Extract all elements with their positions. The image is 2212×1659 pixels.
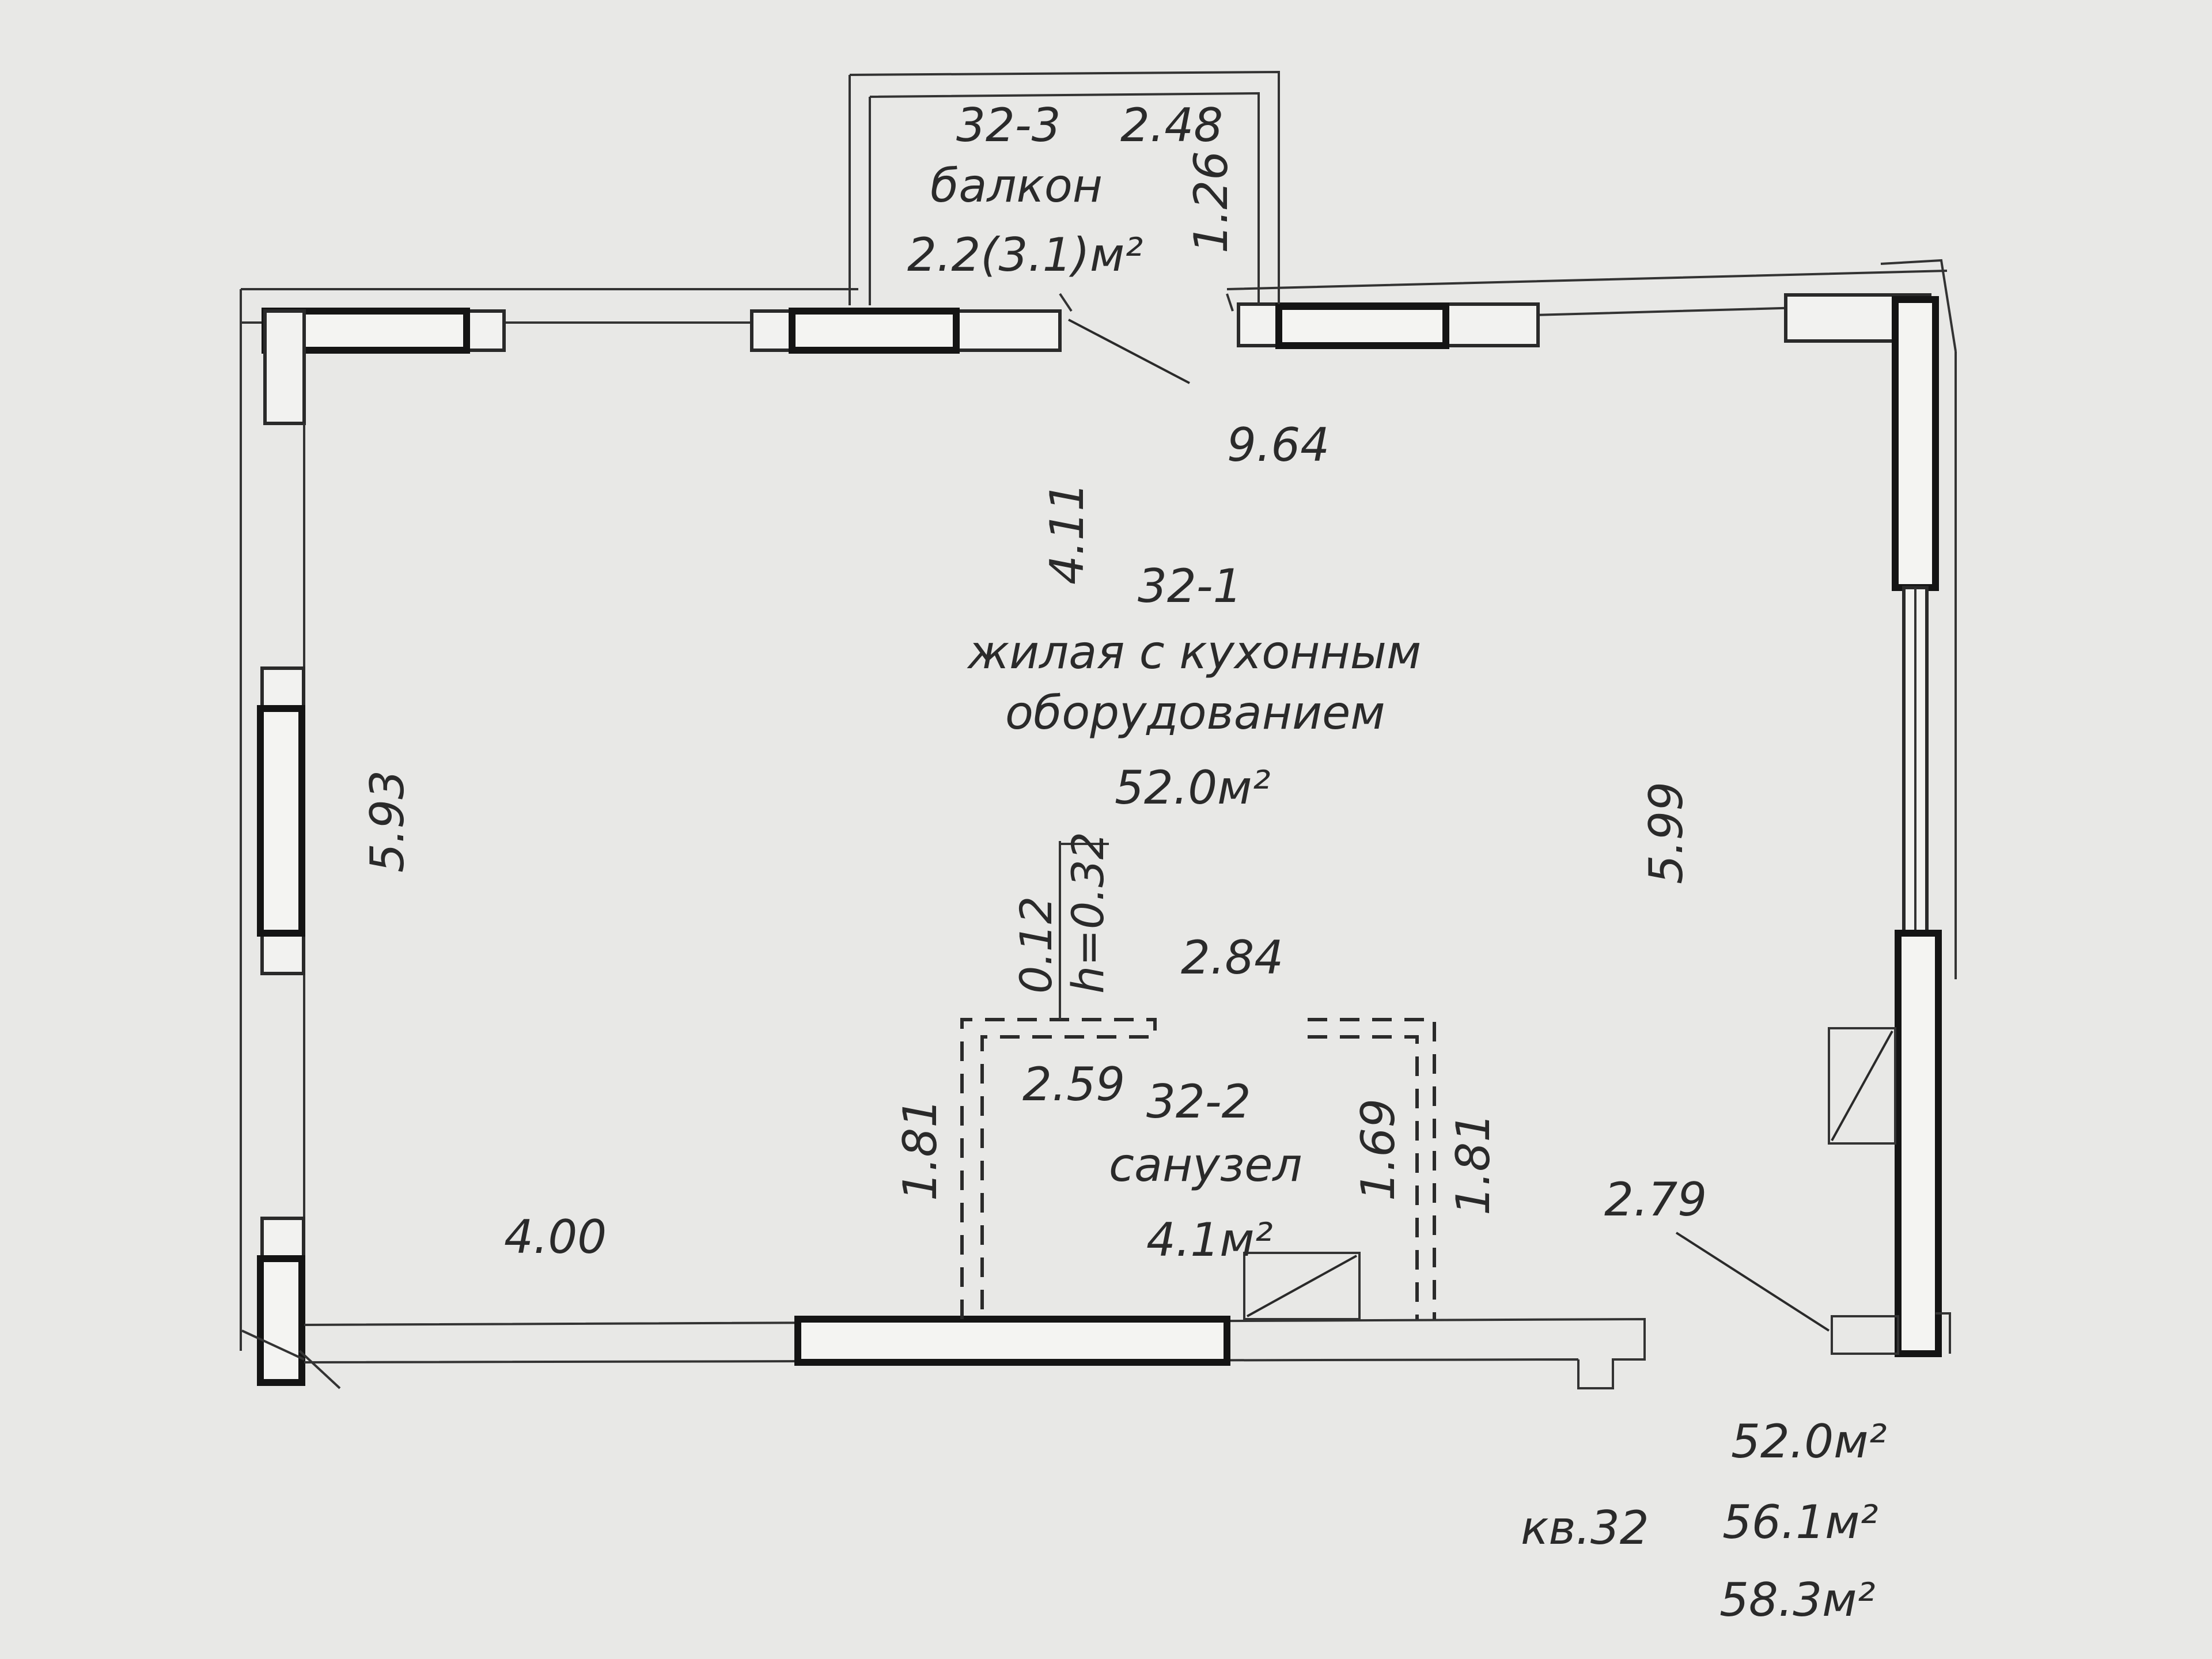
window-bottom <box>794 1316 1230 1366</box>
summary-area-living: 52.0м² <box>1731 1415 1887 1468</box>
living-area: 52.0м² <box>1115 761 1271 815</box>
dim-corner-leader: 2.79 <box>1604 1173 1707 1226</box>
living-name-line2: оборудованием <box>1005 686 1385 740</box>
balcony-width: 2.48 <box>1120 99 1223 152</box>
bathroom-id: 32-2 <box>1146 1075 1251 1128</box>
dim-partition-thickness: 0.12 <box>1010 896 1062 994</box>
living-id: 32-1 <box>1138 559 1243 613</box>
dim-bath-left-height: 1.81 <box>893 1099 947 1201</box>
walls <box>240 70 1957 1389</box>
wall-block-top-left-corner <box>263 309 306 425</box>
balcony-id: 32-3 <box>956 99 1061 152</box>
summary-apartment: кв.32 <box>1521 1501 1649 1555</box>
summary-area-total: 56.1м² <box>1722 1495 1878 1549</box>
balcony-area: 2.2(3.1)м² <box>907 228 1143 282</box>
dim-top-width: 9.64 <box>1227 418 1330 472</box>
dim-bath-right-height: 1.81 <box>1446 1113 1500 1215</box>
dim-partition-height: h=0.32 <box>1062 832 1113 994</box>
dim-bath-inner-height: 1.69 <box>1351 1099 1405 1201</box>
window-right-upper <box>1892 296 1939 591</box>
summary-area-with-balcony: 58.3м² <box>1719 1573 1876 1627</box>
window-top-right <box>1275 303 1449 349</box>
bathroom-name: санузел <box>1109 1138 1302 1192</box>
bathroom-labels: 32-2 санузел 4.1м² <box>1109 1075 1302 1267</box>
balcony-depth: 1.26 <box>1184 151 1238 253</box>
balcony-labels: 32-3 2.48 балкон 2.2(3.1)м² 1.26 <box>907 99 1238 282</box>
living-labels: 32-1 жилая с кухонным оборудованием 52.0… <box>967 559 1421 815</box>
vent-shaft-bathroom <box>1243 1252 1361 1320</box>
window-top-mid <box>789 308 960 354</box>
dim-top-left-depth: 4.11 <box>1040 482 1094 585</box>
dim-bottom-left: 4.00 <box>504 1210 607 1264</box>
dimension-labels: 9.64 4.11 5.93 5.99 4.00 2.84 0.12 h=0.3… <box>361 418 1707 1264</box>
balcony-name: балкон <box>930 159 1103 213</box>
window-left <box>257 705 305 937</box>
dim-right-height: 5.99 <box>1639 782 1693 884</box>
bathroom-area: 4.1м² <box>1146 1213 1273 1267</box>
summary-block: 52.0м² кв.32 56.1м² 58.3м² <box>1521 1415 1887 1627</box>
dim-bath-width: 2.59 <box>1022 1058 1125 1111</box>
dim-corridor-width: 2.84 <box>1181 931 1283 984</box>
window-right-lower <box>1895 930 1942 1357</box>
vent-shaft-right <box>1828 1027 1896 1145</box>
bathroom-partition <box>960 1018 1436 1319</box>
living-name-line1: жилая с кухонным <box>967 626 1421 679</box>
radiator-bottom-right <box>1831 1315 1899 1355</box>
window-left-lower <box>257 1255 305 1386</box>
dim-left-height: 5.93 <box>361 770 414 873</box>
